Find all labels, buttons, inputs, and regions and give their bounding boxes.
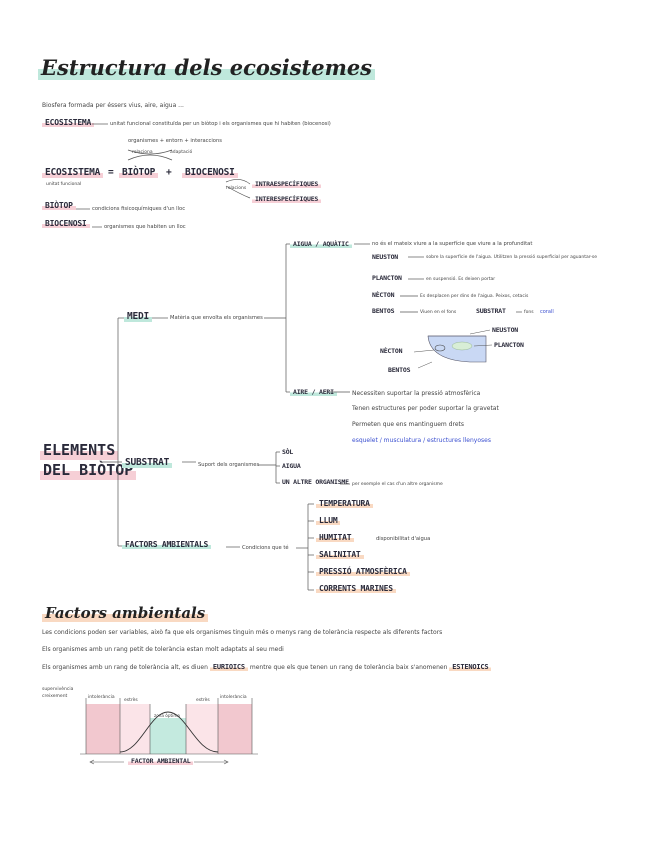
tolerance-graph — [80, 698, 258, 764]
water-diagram — [414, 330, 492, 368]
